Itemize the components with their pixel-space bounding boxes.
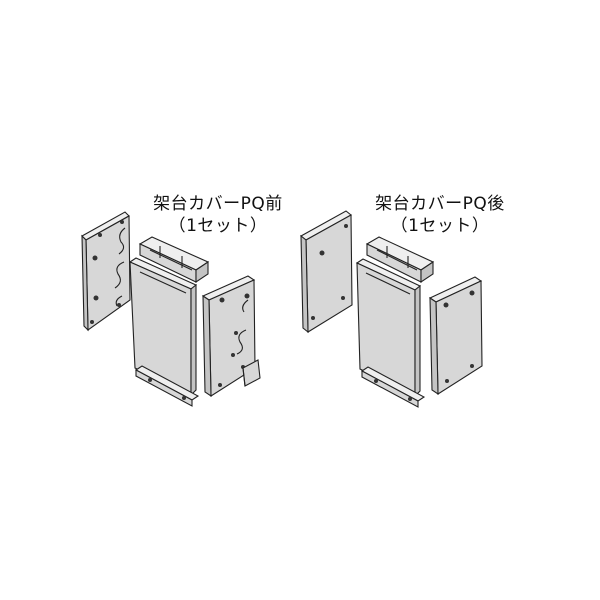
front-cover-set	[81, 211, 261, 407]
front-small-cover-plate	[242, 359, 261, 387]
front-cover-quantity: （1セット）	[168, 216, 268, 236]
front-cover-title: 架台カバーPQ前	[153, 194, 283, 214]
rear-right-side-panel	[428, 276, 483, 396]
front-bottom-rail	[134, 365, 200, 407]
front-cover-caption: 架台カバーPQ前 （1セット）	[128, 193, 308, 237]
front-right-side-panel	[201, 275, 256, 398]
rear-left-side-panel	[300, 210, 353, 334]
rear-cover-title: 架台カバーPQ後	[375, 194, 505, 214]
rear-cover-caption: 架台カバーPQ後 （1セット）	[345, 193, 535, 237]
rear-cover-set	[300, 210, 483, 408]
front-top-bracket	[138, 236, 210, 284]
rear-door-panel	[355, 258, 422, 398]
rear-cover-quantity: （1セット）	[390, 216, 490, 236]
rear-bottom-rail	[360, 366, 426, 408]
front-door-panel	[128, 257, 198, 397]
front-left-side-panel	[81, 211, 131, 332]
rear-top-bracket	[365, 236, 435, 284]
